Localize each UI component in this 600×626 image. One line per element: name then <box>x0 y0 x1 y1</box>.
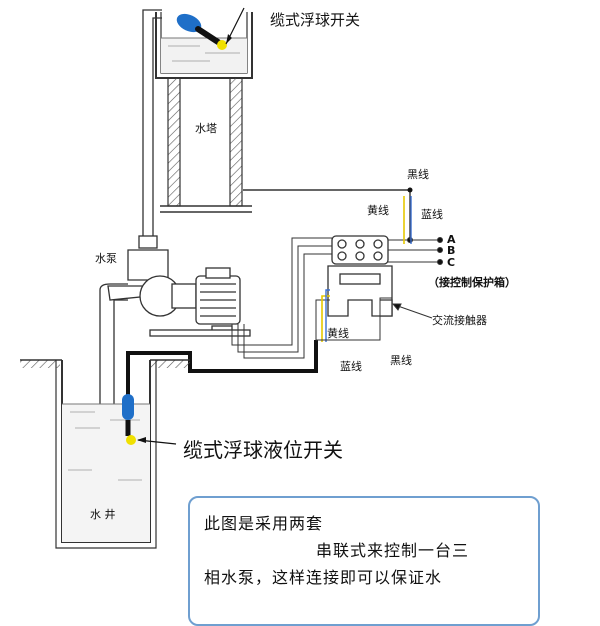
tower-column-left <box>167 77 181 207</box>
description-note: 此图是采用两套 串联式来控制一台三 相水泵，这样连接即可以保证水 <box>188 496 540 626</box>
well-float-blue-body <box>122 394 134 420</box>
well-float-switch <box>122 394 177 445</box>
motor-power-wires <box>231 237 332 359</box>
label-blue-wire-2: 蓝线 <box>340 359 362 373</box>
note-line-1: 此图是采用两套 <box>204 514 324 533</box>
label-terminal-c: C <box>447 256 455 269</box>
terminal-wires <box>388 237 443 319</box>
water-tower <box>155 12 253 213</box>
wiring-diagram: 缆式浮球开关 水塔 水泵 黑线 黄线 蓝线 A B C （接控制保护箱） 交流接… <box>20 7 516 549</box>
label-terminal-b: B <box>447 244 455 257</box>
label-control-box: （接控制保护箱） <box>428 275 516 289</box>
ac-contactor <box>327 235 393 317</box>
tower-water <box>161 38 247 73</box>
label-black-wire: 黑线 <box>407 167 429 181</box>
label-yellow-wire: 黄线 <box>367 203 389 217</box>
tower-column-right <box>229 77 243 207</box>
label-terminal-a: A <box>447 233 456 246</box>
label-ac-contactor: 交流接触器 <box>432 313 487 327</box>
label-blue-wire: 蓝线 <box>421 207 443 221</box>
label-well-float-switch: 缆式浮球液位开关 <box>183 438 343 462</box>
label-water-pump: 水泵 <box>95 252 117 265</box>
label-water-well: 水 井 <box>90 507 116 521</box>
yellow-wire-bottom <box>321 295 330 342</box>
blue-wire-bottom <box>325 289 330 342</box>
well-float-yellow-tip <box>126 435 136 445</box>
label-top-float-switch: 缆式浮球开关 <box>270 11 360 29</box>
tower-cable <box>243 187 413 244</box>
top-float-switch <box>176 7 245 50</box>
label-yellow-wire-2: 黄线 <box>327 326 349 340</box>
float-yellow-tip <box>217 40 227 50</box>
float-blue-body <box>176 13 202 33</box>
well-water <box>62 404 150 542</box>
note-line-3: 相水泵，这样连接即可以保证水 <box>204 568 443 587</box>
note-line-2: 串联式来控制一台三 <box>316 541 470 560</box>
water-well <box>20 359 190 549</box>
label-water-tower: 水塔 <box>195 122 217 135</box>
label-black-wire-2: 黑线 <box>390 353 412 367</box>
